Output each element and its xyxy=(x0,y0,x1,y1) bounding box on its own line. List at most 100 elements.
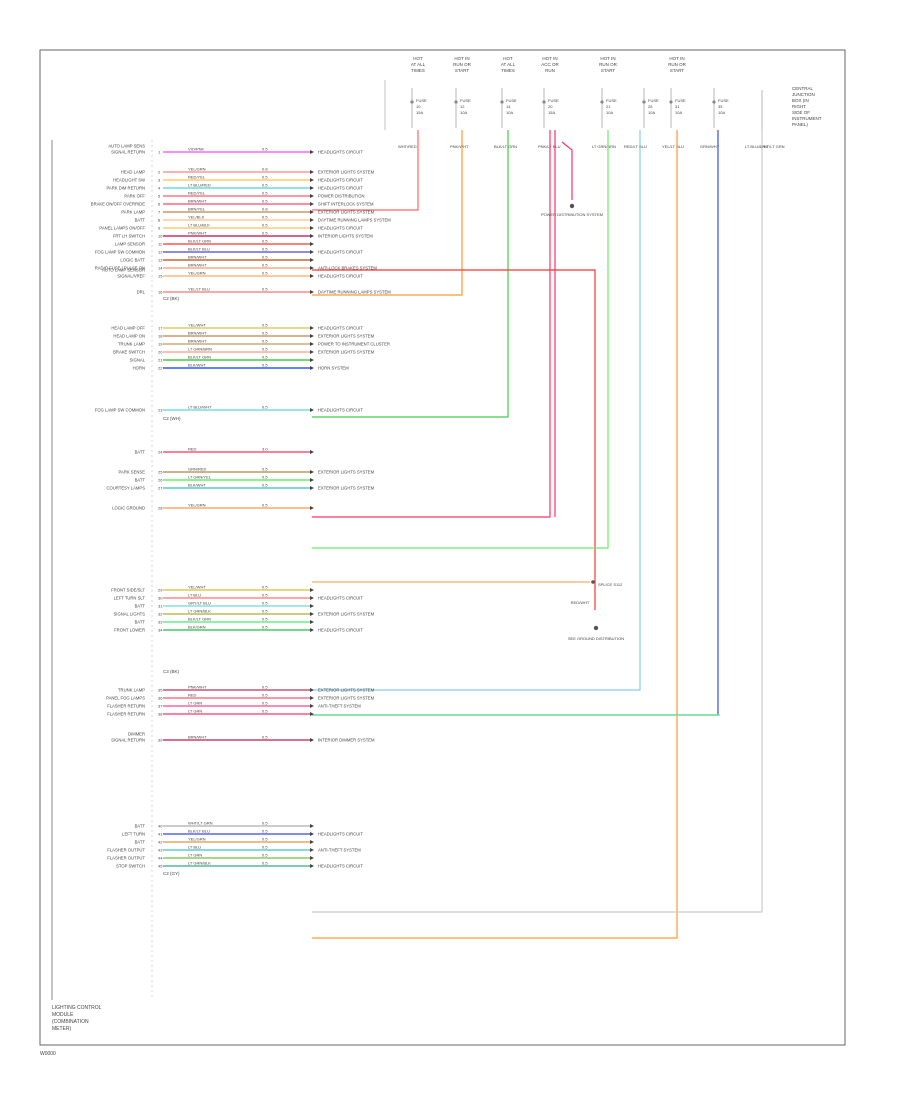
fuse-label-5-2: 10A xyxy=(648,110,655,115)
pin-function-label: FRONT SIDE/SLT xyxy=(111,588,145,593)
wire-gauge-label: 0.5 xyxy=(262,331,268,336)
fuse-label-3-1: 20 xyxy=(548,104,553,109)
pin-destination-label: HEADLIGHTS CIRCUIT xyxy=(318,596,363,601)
wire-gauge-label: 0.5 xyxy=(262,287,268,292)
pin-destination-label: ANTI-THEFT SYSTEM xyxy=(318,848,361,853)
pin-function-label: FRT LH SWITCH xyxy=(113,234,145,239)
wire-gauge-label: 0.5 xyxy=(262,239,268,244)
wire-jb xyxy=(312,130,763,913)
pin-function-label: SIGNAL RETURN xyxy=(111,738,145,743)
wire-color-label: BRN/WHT xyxy=(188,735,207,740)
pin-function-label: COURTESY LAMPS xyxy=(107,486,146,491)
pin-function-label: FRONT LOWER xyxy=(114,628,145,633)
pin-function-label: TRUNK LAMP xyxy=(118,688,145,693)
wire-color-label: LT BLU/RED xyxy=(188,183,211,188)
pin-number: 14 xyxy=(158,266,163,271)
pin-number: 9 xyxy=(158,226,161,231)
pin-function-label: BATT xyxy=(135,824,146,829)
wire-gauge-label: 0.5 xyxy=(262,853,268,858)
wire-gauge-label: 0.5 xyxy=(262,701,268,706)
pin-function-label: BRAKE SWITCH xyxy=(113,350,145,355)
pin-number: 27 xyxy=(158,486,163,491)
wire-fuse12 xyxy=(312,130,463,296)
pin-function-label: LEFT TURN SLT xyxy=(114,596,146,601)
pin-destination-label: SHIFT INTERLOCK SYSTEM xyxy=(318,202,374,207)
pin-number: 7 xyxy=(158,210,161,215)
module-label-line2: MODULE xyxy=(52,1012,74,1018)
wire-gauge-label: 0.5 xyxy=(262,593,268,598)
fuse-terminal-1 xyxy=(454,100,458,104)
fuse-terminal-4 xyxy=(600,100,604,104)
pin-function-label: LOGIC BATT xyxy=(120,258,145,263)
connector-arrow-icon xyxy=(310,290,314,294)
pin-number: 33 xyxy=(158,620,163,625)
wire-gauge-label: 0.5 xyxy=(262,405,268,410)
wire-color-label: YEL/GRN xyxy=(188,503,206,508)
pin-function-label: LOGIC GROUND xyxy=(112,506,145,511)
pin-number: 26 xyxy=(158,478,163,483)
pin-function-label: BATT xyxy=(135,450,146,455)
pin-destination-label: INTERIOR LIGHTS SYSTEM xyxy=(318,234,373,239)
connector-arrow-icon xyxy=(310,712,314,716)
connector-arrow-icon xyxy=(310,628,314,632)
ground-wire-label: RED/WHT xyxy=(571,600,590,605)
wire-gauge-label: 0.5 xyxy=(262,693,268,698)
pin-destination-label: ANTI-THEFT SYSTEM xyxy=(318,704,361,709)
jb-label-6: PANEL) xyxy=(792,122,808,127)
wire-gauge-label: 0.5 xyxy=(262,601,268,606)
pin-number: 44 xyxy=(158,856,163,861)
pin-function-label: TRUNK LAMP xyxy=(118,342,145,347)
connector-arrow-icon xyxy=(310,840,314,844)
pin-number: 32 xyxy=(158,612,163,617)
pin-number: 25 xyxy=(158,470,163,475)
jb-label-4: SIDE OF xyxy=(792,110,810,115)
pin-function-label: SIGNAL RETURN xyxy=(111,150,145,155)
wire-color-label: YEL/WHT xyxy=(188,323,206,328)
connector-label-4: C2 (GY) xyxy=(163,871,180,876)
connector-arrow-icon xyxy=(310,620,314,624)
wire-color-label: LT BLU xyxy=(188,845,201,850)
connector-arrow-icon xyxy=(310,186,314,190)
connector-arrow-icon xyxy=(310,218,314,222)
pin-number: 37 xyxy=(158,704,163,709)
wire-color-label: BRN/WHT xyxy=(188,339,207,344)
pin-number: 41 xyxy=(158,832,163,837)
connector-arrow-icon xyxy=(310,350,314,354)
wire-gauge-label: 0.5 xyxy=(262,147,268,152)
pin-function-label: HEAD LAMP ON xyxy=(113,334,145,339)
pin-function-label: AUTO LAMP SENSOR xyxy=(102,268,145,273)
connector-arrow-icon xyxy=(310,450,314,454)
fuse-label-1-2: 10A xyxy=(460,110,467,115)
fuse-label-7-2: 10A xyxy=(718,110,725,115)
connector-arrow-icon xyxy=(310,704,314,708)
wire-gauge-label: 0.5 xyxy=(262,685,268,690)
wire-gauge-label: 0.5 xyxy=(262,821,268,826)
wire-fuse10 xyxy=(312,130,419,211)
wire-pds xyxy=(561,141,573,200)
wire-gauge-label: 0.5 xyxy=(262,837,268,842)
connector-arrow-icon xyxy=(310,470,314,474)
top-wire-label-9: WHT/LT GRN xyxy=(760,144,785,149)
pin-function-label: BATT xyxy=(135,620,146,625)
fuse-title-3-2: RUN xyxy=(545,68,555,73)
wire-color-label: BRN/YEL xyxy=(188,207,206,212)
pin-number: 29 xyxy=(158,588,163,593)
wire-color-label: LT GRN/BLK xyxy=(188,609,211,614)
connector-arrow-icon xyxy=(310,738,314,742)
connector-arrow-icon xyxy=(310,366,314,370)
pin-function-label: FLASHER OUTPUT xyxy=(107,856,145,861)
connector-label-1: C2 (BK) xyxy=(163,296,180,301)
wire-color-label: YEL/WHT xyxy=(188,585,206,590)
